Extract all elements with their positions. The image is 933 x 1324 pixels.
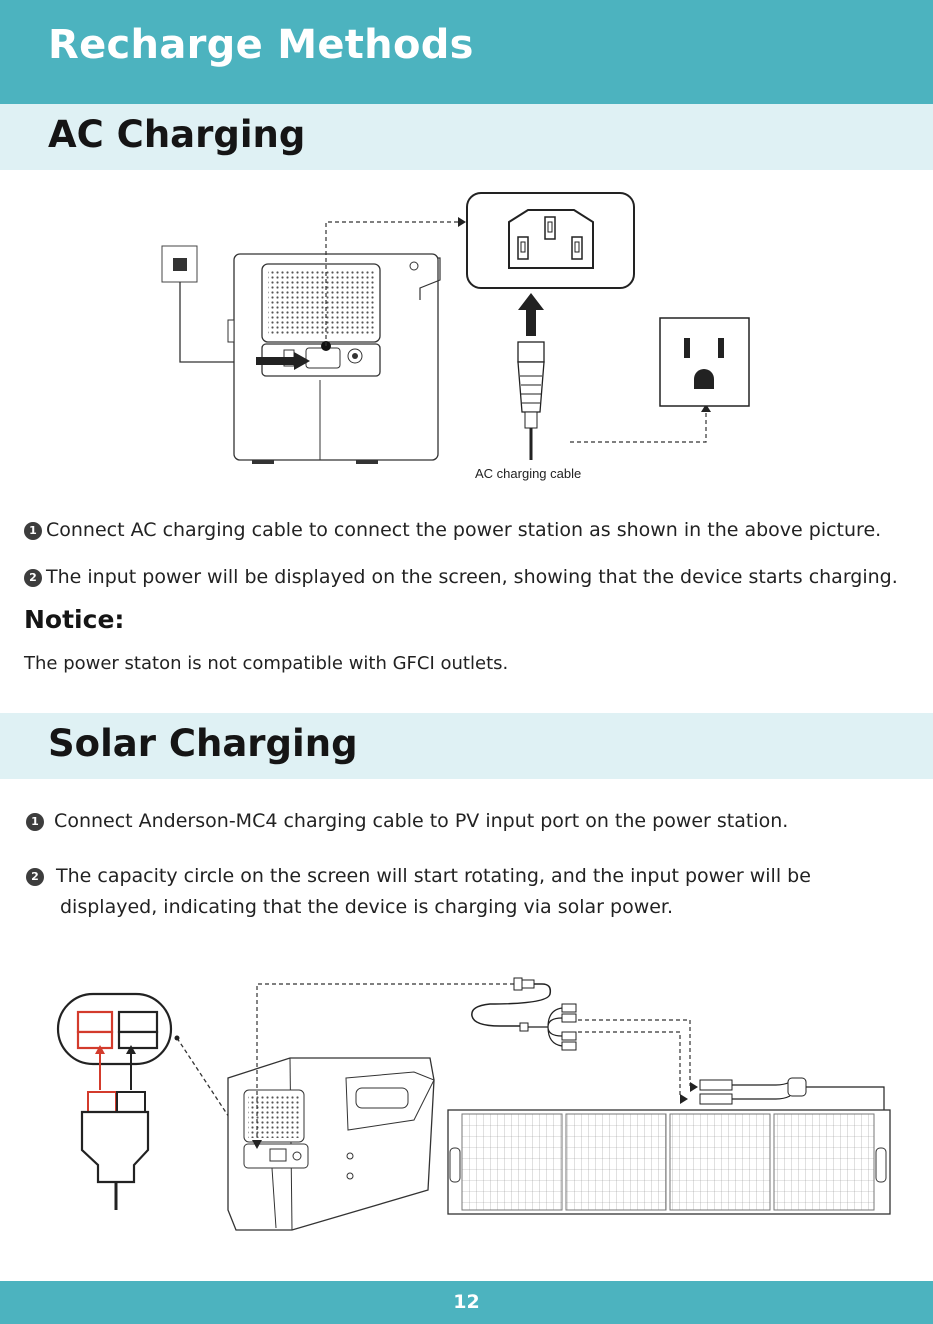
solar-charging-diagram <box>56 977 891 1231</box>
anderson-connector-icon <box>56 992 173 1210</box>
solar-step-1-text: Connect Anderson-MC4 charging cable to P… <box>54 810 789 832</box>
ac-inlet-icon <box>466 192 635 289</box>
page-title: Recharge Methods <box>48 22 474 68</box>
solar-step-2-line-1: The capacity circle on the screen will s… <box>56 865 811 887</box>
solar-section-header: Solar Charging <box>0 713 933 779</box>
power-station-icon <box>227 253 441 464</box>
notice-text: The power staton is not compatible with … <box>24 653 509 674</box>
wall-socket-icon <box>161 245 198 283</box>
step-number-badge: 2 <box>26 868 44 886</box>
solar-panel-mc4-leads-icon <box>699 1077 885 1110</box>
ac-step-2-text: The input power will be displayed on the… <box>46 566 898 588</box>
page-number: 12 <box>453 1291 480 1313</box>
cable-caption: AC charging cable <box>475 466 582 481</box>
step-number-badge: 1 <box>24 522 42 540</box>
step-number-badge: 1 <box>26 813 44 831</box>
solar-step-2-continued: displayed, indicating that the device is… <box>60 896 673 918</box>
solar-step-2: 2 The capacity circle on the screen will … <box>26 865 811 887</box>
solar-section-title: Solar Charging <box>48 722 358 765</box>
header-bar: Recharge Methods <box>0 0 933 104</box>
step-number-badge: 2 <box>24 569 42 587</box>
anderson-mc4-cable-icon <box>471 977 577 1051</box>
ac-cable-icon <box>517 341 545 460</box>
solar-panel-icon <box>447 1109 891 1215</box>
up-arrow-icon <box>518 293 544 336</box>
ac-section-header: AC Charging <box>0 104 933 170</box>
ac-step-1-text: Connect AC charging cable to connect the… <box>46 519 882 541</box>
wall-outlet-icon <box>659 317 750 407</box>
ac-charging-diagram <box>161 192 750 464</box>
notice-title: Notice: <box>24 605 125 634</box>
footer-bar: 12 <box>0 1281 933 1324</box>
ac-section-title: AC Charging <box>48 113 306 156</box>
solar-step-2-line-2: displayed, indicating that the device is… <box>60 896 674 918</box>
solar-step-1: 1 Connect Anderson-MC4 charging cable to… <box>26 810 788 832</box>
